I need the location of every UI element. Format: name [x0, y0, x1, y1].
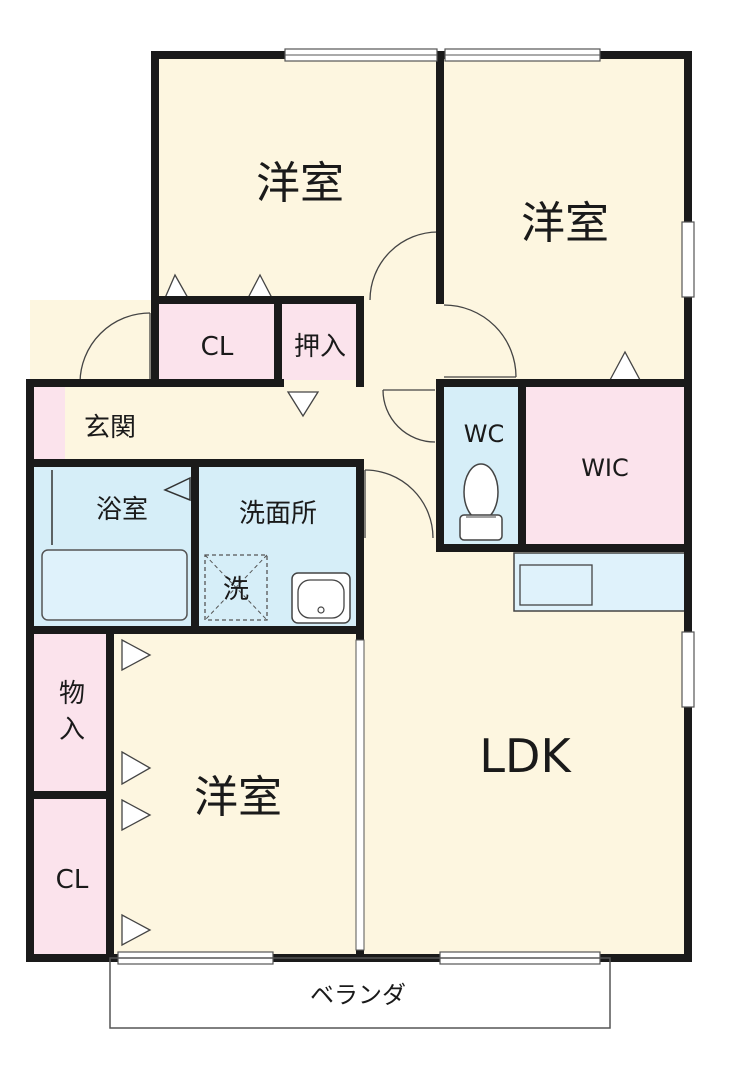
- label-storage-2: 入: [59, 715, 85, 745]
- label-storage-1: 物: [59, 679, 85, 709]
- label-washer: 洗: [223, 575, 249, 605]
- label-bath: 浴室: [96, 495, 148, 525]
- wash-basin: [291, 572, 351, 624]
- label-western-bottom: 洋室: [194, 772, 282, 823]
- bathtub: [41, 549, 188, 621]
- washer-pan: [204, 554, 268, 621]
- label-wc: WC: [464, 420, 505, 448]
- label-western-top-right: 洋室: [521, 198, 609, 249]
- label-entrance: 玄関: [84, 413, 136, 443]
- label-wic: WIC: [581, 454, 629, 482]
- label-washroom: 洗面所: [239, 499, 317, 529]
- closet-top: [155, 300, 277, 380]
- label-ldk: LDK: [479, 729, 572, 783]
- closet-left: [30, 795, 110, 958]
- label-closet-top: CL: [201, 332, 234, 362]
- label-veranda: ベランダ: [310, 981, 406, 1009]
- veranda: [109, 957, 611, 1029]
- label-oshiire: 押入: [294, 332, 346, 362]
- label-western-top-left: 洋室: [256, 158, 344, 209]
- room-ldk: [360, 548, 688, 958]
- oshiire: [280, 300, 360, 380]
- toilet: [459, 463, 503, 541]
- wic-room: [522, 383, 688, 548]
- storage-closet: [30, 630, 110, 795]
- room-western-bottom: [110, 628, 360, 958]
- room-western-top-right: [440, 55, 688, 383]
- kitchen-counter: [513, 552, 687, 612]
- entrance-step: [30, 383, 65, 463]
- label-closet-left: CL: [56, 865, 89, 895]
- room-western-top-left: [155, 55, 440, 300]
